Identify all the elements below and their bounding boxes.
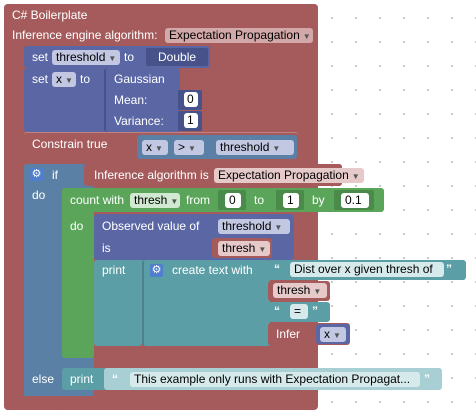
count-loop-block[interactable] — [62, 188, 94, 358]
if-keyword: if — [52, 168, 58, 182]
quote-open-icon: “ — [112, 372, 118, 386]
loop-do-keyword: do — [70, 219, 84, 233]
type-double[interactable]: Double — [158, 50, 197, 64]
to-keyword: to — [254, 193, 265, 207]
variable-name: threshold — [222, 219, 272, 233]
variable-name: x — [56, 72, 62, 86]
is-keyword: is — [102, 241, 111, 255]
chevron-down-icon: ▼ — [313, 287, 322, 296]
constrain-label: Constrain true — [32, 137, 108, 151]
to-keyword: to — [80, 72, 91, 86]
inference-algorithm-is-label: Inference algorithm is — [94, 168, 209, 182]
gaussian-label: Gaussian — [114, 72, 165, 86]
comparison-left-x[interactable]: x▼ — [142, 140, 168, 155]
create-text-label: create text with — [172, 263, 253, 277]
comparison-operator[interactable]: >▼ — [174, 140, 204, 155]
else-text-input[interactable]: This example only runs with Expectation … — [130, 372, 420, 387]
chevron-down-icon: ▼ — [302, 32, 311, 41]
variable-name: x — [324, 327, 330, 341]
variable-name: thresh — [222, 241, 256, 255]
thresh-variable-dropdown[interactable]: thresh▼ — [273, 283, 327, 298]
operator-value: > — [178, 140, 186, 154]
to-keyword: to — [124, 50, 135, 64]
variance-input[interactable]: 1 — [184, 113, 198, 128]
quote-open-icon: “ — [274, 304, 280, 318]
chevron-down-icon: ▼ — [155, 144, 163, 153]
gaussian-block[interactable] — [104, 68, 180, 132]
observed-value-label: Observed value of — [102, 219, 200, 233]
loop-variable-dropdown[interactable]: thresh▼ — [130, 193, 180, 208]
chevron-down-icon: ▼ — [274, 223, 283, 232]
chevron-down-icon: ▼ — [108, 54, 117, 63]
text-input-1[interactable]: Dist over x given thresh of — [290, 262, 444, 277]
else-keyword: else — [32, 372, 55, 386]
variance-label: Variance: — [114, 114, 164, 128]
text-input-2[interactable]: = — [290, 304, 308, 319]
chevron-down-icon: ▼ — [170, 197, 179, 206]
observed-variable-dropdown[interactable]: threshold▼ — [218, 219, 290, 234]
quote-open-icon: “ — [274, 262, 280, 276]
print-keyword: print — [102, 263, 126, 277]
quote-close-icon: ” — [424, 372, 430, 386]
procedure-title: C# Boilerplate — [12, 8, 88, 22]
loop-by-input[interactable]: 0.1 — [341, 193, 369, 208]
set-keyword: set — [32, 72, 49, 86]
variable-name: thresh — [134, 193, 168, 207]
infer-variable-dropdown[interactable]: x▼ — [320, 327, 346, 342]
variable-name: threshold — [56, 50, 106, 64]
from-keyword: from — [186, 193, 210, 207]
set-keyword: set — [32, 50, 49, 64]
observed-value-var[interactable]: thresh▼ — [218, 241, 270, 256]
print-keyword: print — [70, 372, 94, 386]
comparison-right-threshold[interactable]: threshold▼ — [216, 140, 294, 155]
inference-algorithm-value: Expectation Propagation — [169, 28, 300, 42]
infer-label: Infer — [276, 327, 301, 341]
quote-close-icon: ” — [312, 304, 318, 318]
chevron-down-icon: ▼ — [351, 172, 360, 181]
chevron-down-icon: ▼ — [188, 144, 196, 153]
variable-dropdown-threshold[interactable]: threshold▼ — [52, 50, 120, 65]
chevron-down-icon: ▼ — [65, 76, 73, 85]
mean-input[interactable]: 0 — [184, 92, 198, 107]
create-text-block[interactable] — [142, 260, 270, 346]
by-keyword: by — [312, 193, 325, 207]
chevron-down-icon: ▼ — [272, 144, 281, 153]
variable-name: x — [146, 140, 152, 154]
mean-label: Mean: — [114, 93, 148, 107]
inference-algorithm-label: Inference engine algorithm: — [12, 28, 158, 42]
quote-close-icon: ” — [446, 262, 452, 276]
gear-icon[interactable]: ⚙ — [150, 264, 163, 277]
gear-icon[interactable]: ⚙ — [30, 168, 43, 181]
count-with-label: count with — [70, 193, 125, 207]
variable-name: threshold — [220, 140, 270, 154]
loop-to-input[interactable]: 1 — [283, 193, 299, 208]
inference-algorithm-dropdown[interactable]: Expectation Propagation▼ — [165, 28, 313, 43]
chevron-down-icon: ▼ — [333, 331, 341, 340]
loop-from-input[interactable]: 0 — [225, 193, 241, 208]
variable-dropdown-x[interactable]: x▼ — [52, 72, 76, 87]
chevron-down-icon: ▼ — [258, 245, 267, 254]
inference-algorithm-is-dropdown[interactable]: Expectation Propagation▼ — [214, 168, 364, 183]
condition-value: Expectation Propagation — [218, 168, 349, 182]
variable-name: thresh — [277, 283, 311, 297]
do-keyword: do — [32, 188, 46, 202]
